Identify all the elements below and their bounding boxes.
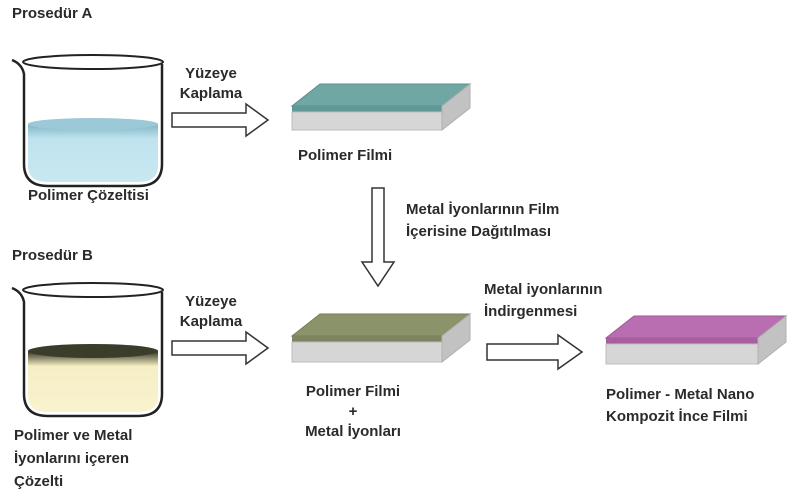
film-c-substrate-front xyxy=(605,343,759,365)
solution-b-label: Polimer ve Metal İyonlarını içeren Çözel… xyxy=(14,426,132,492)
coating-a-line1: Yüzeye xyxy=(185,65,237,82)
film-b-top xyxy=(290,313,472,337)
reduction-label: Metal iyonlarının İndirgenmesi xyxy=(484,280,602,322)
distribution-line1: Metal İyonlarının Film xyxy=(406,201,560,218)
arrow-distribution xyxy=(360,187,396,288)
film-b-line2: Metal İyonları xyxy=(305,423,401,440)
film-b-substrate-side xyxy=(441,312,471,364)
beaker-a-liquid-surface xyxy=(28,118,158,130)
reduction-line1: Metal iyonlarının xyxy=(484,281,603,298)
solution-b-line2: İyonlarını içeren xyxy=(14,450,130,467)
beaker-b-liquid xyxy=(28,351,158,412)
product-label: Polimer - Metal Nano Kompozit İnce Filmi xyxy=(606,385,754,427)
beaker-b-rim xyxy=(22,282,164,298)
coating-b-label: Yüzeye Kaplama xyxy=(168,292,254,332)
beaker-b xyxy=(11,282,164,418)
film-a-front xyxy=(292,106,442,112)
film-a-substrate-side xyxy=(441,82,471,132)
distribution-label: Metal İyonlarının Film İçerisine Dağıtıl… xyxy=(406,200,559,242)
beaker-b-glass xyxy=(11,286,164,418)
product-line1: Polimer - Metal Nano xyxy=(606,386,755,403)
solution-b-line3: Çözelti xyxy=(14,473,64,490)
polymer-film-b xyxy=(290,312,472,364)
distribution-line2: İçerisine Dağıtılması xyxy=(406,223,552,240)
arrow-reduction xyxy=(486,333,584,371)
film-a-substrate-front xyxy=(291,111,443,131)
procedure-b-title: Prosedür B xyxy=(12,247,93,264)
product-line2: Kompozit İnce Filmi xyxy=(606,408,748,425)
coating-a-label: Yüzeye Kaplama xyxy=(168,64,254,104)
coating-b-line2: Kaplama xyxy=(179,313,243,330)
film-c-substrate-side xyxy=(757,314,787,366)
beaker-a xyxy=(11,54,164,188)
composite-film xyxy=(604,314,788,366)
film-b-label: Polimer Filmi + Metal İyonları xyxy=(278,382,428,442)
beaker-a-glass xyxy=(11,58,164,188)
film-b-line1: Polimer Filmi xyxy=(305,383,401,400)
film-b-front xyxy=(292,336,442,342)
film-a-label: Polimer Filmi xyxy=(298,147,393,164)
film-c-top xyxy=(604,315,788,339)
arrow-coating-a xyxy=(171,102,270,138)
arrow-coating-b xyxy=(171,330,270,366)
procedure-a-title: Prosedür A xyxy=(12,5,93,22)
beaker-a-liquid xyxy=(28,124,158,182)
beaker-b-liquid-surface xyxy=(28,344,158,358)
solution-b-line1: Polimer ve Metal xyxy=(14,427,133,444)
film-b-plus: + xyxy=(348,403,358,420)
film-b-substrate-front xyxy=(291,341,443,363)
reduction-line2: İndirgenmesi xyxy=(484,303,578,320)
solution-a-label: Polimer Çözeltisi xyxy=(28,187,149,204)
coating-a-line2: Kaplama xyxy=(179,85,243,102)
film-a-top xyxy=(290,83,472,107)
beaker-a-rim xyxy=(22,54,164,70)
film-c-front xyxy=(606,338,758,344)
polymer-film-a xyxy=(290,82,472,132)
coating-b-line1: Yüzeye xyxy=(185,293,237,310)
